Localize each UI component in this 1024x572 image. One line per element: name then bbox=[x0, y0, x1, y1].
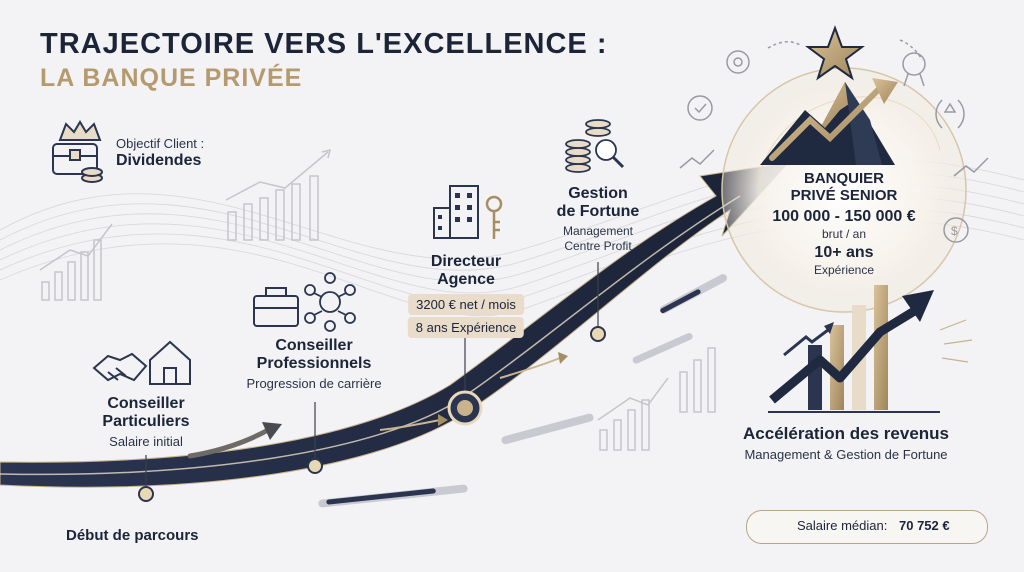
mountain-icon bbox=[760, 78, 898, 165]
professionnels-detail: Progression de carrière bbox=[246, 376, 382, 391]
objective-label: Objectif Client : bbox=[116, 136, 205, 151]
particuliers-title: Conseiller Particuliers bbox=[102, 395, 190, 430]
median-salary-box bbox=[746, 510, 988, 544]
svg-text:$: $ bbox=[951, 224, 958, 238]
network-icon bbox=[304, 272, 356, 332]
page-subtitle: LA BANQUE PRIVÉE bbox=[40, 64, 303, 92]
treasure-chest-icon bbox=[52, 120, 103, 183]
house-icon bbox=[149, 340, 191, 385]
median-salary-value: 70 752 € bbox=[899, 518, 950, 533]
senior-salary-unit: brut / an bbox=[821, 227, 867, 241]
gestion-detail: Management Centre Profit bbox=[562, 224, 634, 253]
small-arrows bbox=[187, 352, 568, 459]
directeur-experience-badge: 8 ans Expérience bbox=[407, 317, 525, 338]
milestone-dots bbox=[138, 262, 606, 502]
acceleration-chart-icon bbox=[768, 285, 973, 413]
senior-title: BANQUIER PRIVÉ SENIOR bbox=[790, 170, 898, 204]
page-title: TRAJECTOIRE VERS L'EXCELLENCE : bbox=[40, 28, 608, 60]
senior-salary: 100 000 - 150 000 € bbox=[772, 208, 916, 225]
star-icon bbox=[805, 25, 865, 81]
particuliers-detail: Salaire initial bbox=[109, 434, 183, 449]
progress-rails bbox=[318, 274, 728, 508]
key-icon bbox=[485, 195, 503, 239]
faint-bar-chart-left bbox=[39, 148, 716, 451]
decorative-icons-senior: $ bbox=[679, 39, 989, 243]
acceleration-title: Accélération des revenus bbox=[743, 424, 949, 443]
building-icon bbox=[433, 185, 479, 239]
directeur-salary-badge: 3200 € net / mois bbox=[408, 294, 524, 315]
start-label: Début de parcours bbox=[66, 527, 199, 544]
briefcase-icon bbox=[253, 287, 299, 327]
handshake-icon bbox=[92, 352, 148, 382]
senior-years-label: Expérience bbox=[813, 263, 875, 277]
senior-years: 10+ ans bbox=[814, 244, 874, 261]
median-salary-label: Salaire médian: bbox=[797, 518, 888, 533]
objective-value: Dividendes bbox=[116, 152, 202, 169]
coins-magnifier-icon bbox=[565, 119, 625, 173]
gestion-title: Gestion de Fortune bbox=[556, 185, 640, 220]
directeur-title: Directeur Agence bbox=[430, 253, 502, 288]
acceleration-detail: Management & Gestion de Fortune bbox=[744, 447, 948, 462]
professionnels-title: Conseiller Professionnels bbox=[256, 337, 372, 372]
